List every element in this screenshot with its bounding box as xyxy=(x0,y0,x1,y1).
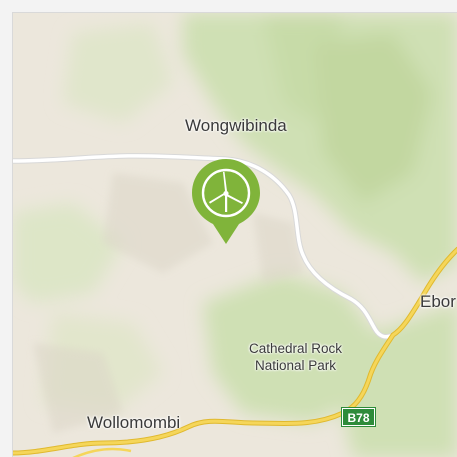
highway-road xyxy=(13,247,457,455)
park-label-line2: National Park xyxy=(255,358,337,373)
map-background xyxy=(13,13,457,457)
place-label-cathedral-rock-national-park: Cathedral Rock National Park xyxy=(249,340,342,374)
place-label-ebor: Ebor xyxy=(420,292,456,311)
road-shield-b78: B78 xyxy=(341,407,376,427)
wind-turbine-icon xyxy=(192,159,260,244)
place-label-wongwibinda: Wongwibinda xyxy=(185,116,287,135)
minor-highway xyxy=(72,447,132,457)
park-label-line1: Cathedral Rock xyxy=(249,341,343,356)
map-canvas[interactable]: Wongwibinda Ebor Wollomombi Cathedral Ro… xyxy=(12,12,457,457)
terrain-shading xyxy=(33,173,303,433)
place-label-wollomombi: Wollomombi xyxy=(87,413,181,432)
wind-farm-marker[interactable] xyxy=(191,158,261,248)
main-road xyxy=(13,154,395,339)
